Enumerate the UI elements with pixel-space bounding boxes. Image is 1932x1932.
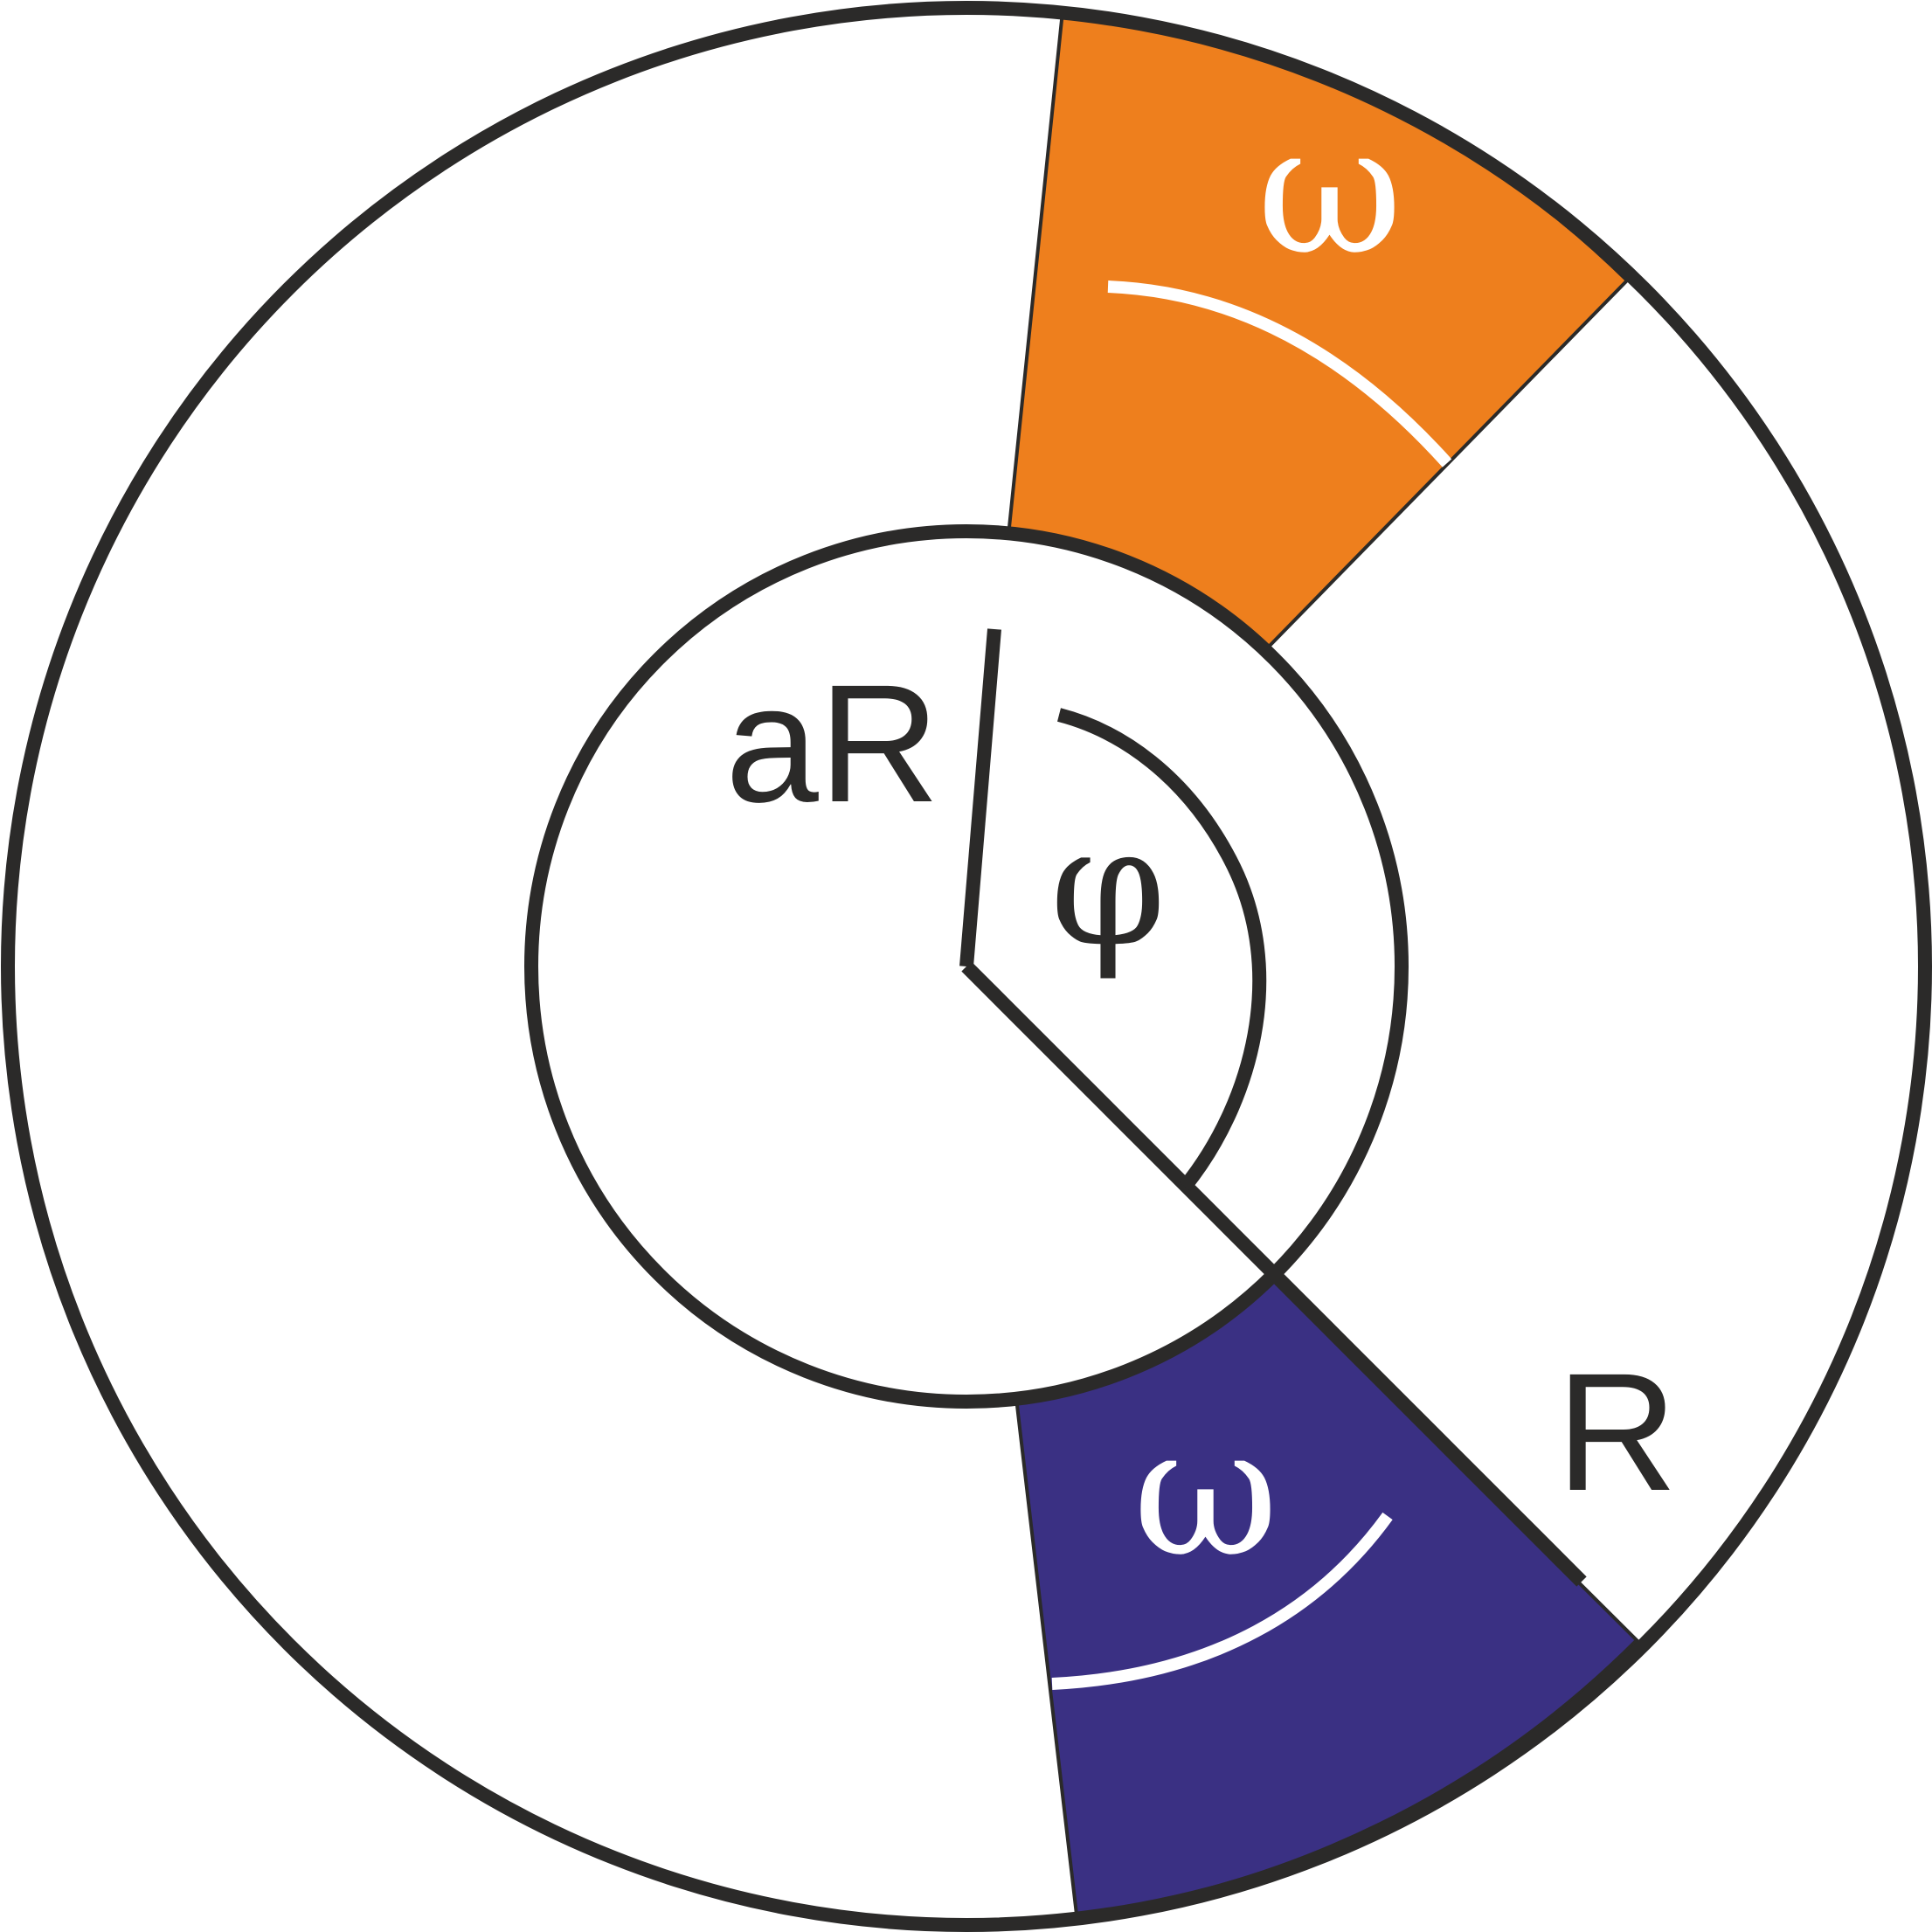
- angle-label: φ: [1049, 790, 1166, 983]
- rotation-arc-top: [1107, 280, 1452, 467]
- inner-radius-line: [959, 628, 1001, 967]
- angle-arrowhead: [994, 680, 1103, 708]
- omega-label-bottom: ω: [1132, 1388, 1278, 1596]
- inner-circle: [524, 524, 1409, 1409]
- outer-radius-label: R: [1556, 1338, 1678, 1526]
- angle-arc: [1057, 708, 1267, 1192]
- inner-radius-label: aR: [725, 649, 939, 837]
- omega-label-top: ω: [1257, 87, 1402, 294]
- sector-bottom-purple: [1014, 1271, 1639, 1917]
- inner-radius-arrowhead: [1008, 536, 1043, 648]
- rotation-arc-bottom: [1051, 1512, 1393, 1690]
- outer-radius-line: [961, 961, 1587, 1587]
